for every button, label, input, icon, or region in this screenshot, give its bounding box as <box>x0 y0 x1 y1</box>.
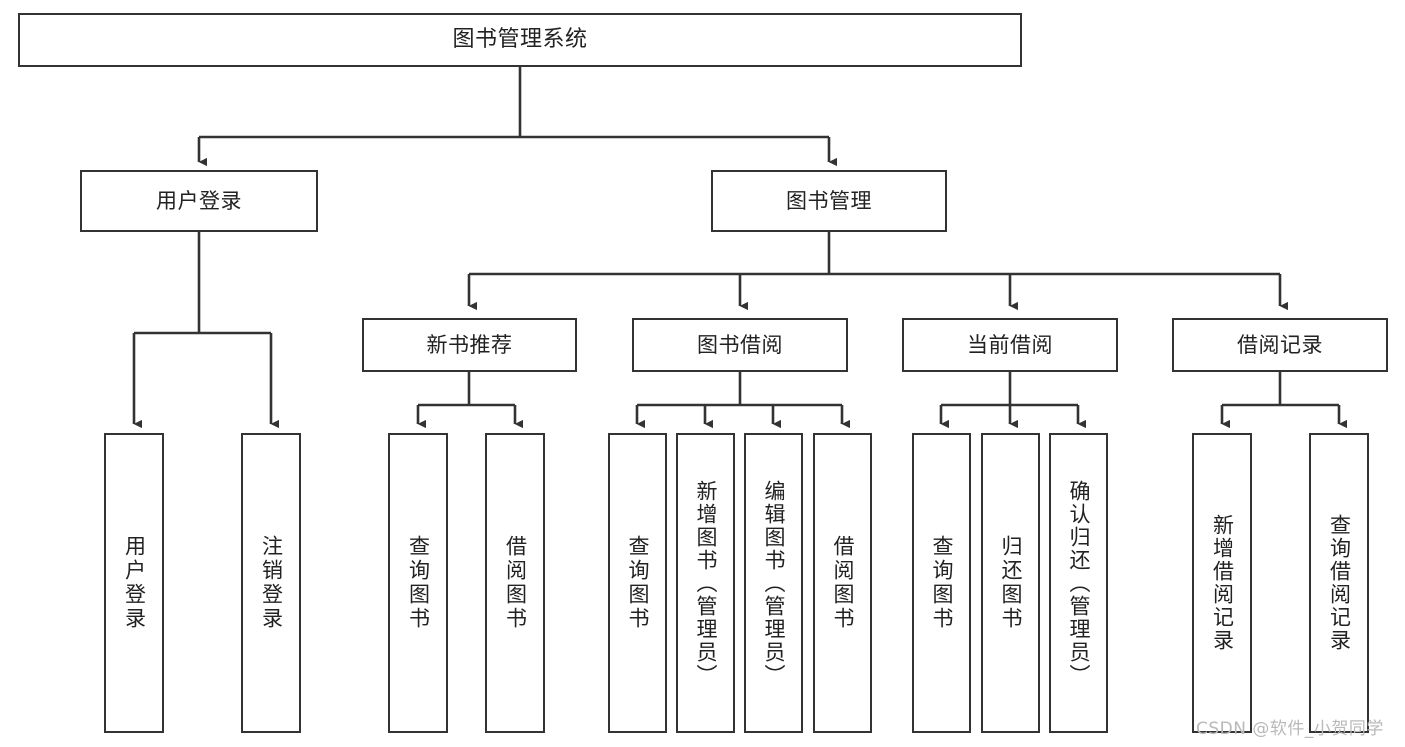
node-current-borrow-label: 当前借阅 <box>967 332 1053 357</box>
node-leaf-query-record-label: 查询借阅记录 <box>1327 514 1352 652</box>
node-leaf-query-book-2-label: 查询图书 <box>626 535 650 631</box>
node-leaf-borrow-book-1[interactable]: 借阅图书 <box>485 433 545 733</box>
node-leaf-query-book-2[interactable]: 查询图书 <box>608 433 667 733</box>
csdn-watermark: CSDN @软件_小贺同学 <box>1196 719 1384 739</box>
node-leaf-add-record-label: 新增借阅记录 <box>1210 514 1235 652</box>
node-book-borrow-label: 图书借阅 <box>697 332 783 357</box>
node-root-label: 图书管理系统 <box>452 27 588 53</box>
node-current-borrow[interactable]: 当前借阅 <box>902 318 1118 372</box>
node-root[interactable]: 图书管理系统 <box>18 13 1022 67</box>
node-leaf-query-book-3-label: 查询图书 <box>930 535 954 631</box>
node-book-manage-label: 图书管理 <box>786 188 872 213</box>
node-leaf-borrow-book-2[interactable]: 借阅图书 <box>813 433 872 733</box>
node-leaf-borrow-book-2-label: 借阅图书 <box>831 535 855 631</box>
node-leaf-add-record[interactable]: 新增借阅记录 <box>1192 433 1252 733</box>
node-leaf-query-book-3[interactable]: 查询图书 <box>912 433 971 733</box>
node-leaf-query-record[interactable]: 查询借阅记录 <box>1309 433 1369 733</box>
node-leaf-user-login-label: 用户登录 <box>122 535 147 631</box>
node-leaf-query-book-1[interactable]: 查询图书 <box>388 433 448 733</box>
node-leaf-add-book[interactable]: 新增图书（管理员） <box>676 433 735 733</box>
node-user-login-label: 用户登录 <box>156 188 242 213</box>
node-user-login[interactable]: 用户登录 <box>80 170 318 232</box>
node-leaf-user-login[interactable]: 用户登录 <box>104 433 164 733</box>
node-book-manage[interactable]: 图书管理 <box>711 170 947 232</box>
node-new-book-recommend[interactable]: 新书推荐 <box>362 318 577 372</box>
node-leaf-return-book[interactable]: 归还图书 <box>981 433 1040 733</box>
node-new-book-recommend-label: 新书推荐 <box>426 332 513 357</box>
node-leaf-borrow-book-1-label: 借阅图书 <box>503 535 528 631</box>
node-leaf-logout-label: 注销登录 <box>259 535 284 631</box>
node-leaf-edit-book-label: 编辑图书（管理员） <box>762 479 786 687</box>
node-borrow-record-label: 借阅记录 <box>1237 332 1323 357</box>
node-leaf-logout[interactable]: 注销登录 <box>241 433 301 733</box>
node-leaf-query-book-1-label: 查询图书 <box>406 535 431 631</box>
node-leaf-confirm-return-label: 确认归还（管理员） <box>1067 479 1091 687</box>
node-leaf-confirm-return[interactable]: 确认归还（管理员） <box>1049 433 1108 733</box>
node-leaf-return-book-label: 归还图书 <box>999 535 1023 631</box>
node-borrow-record[interactable]: 借阅记录 <box>1172 318 1388 372</box>
node-book-borrow[interactable]: 图书借阅 <box>632 318 848 372</box>
node-leaf-edit-book[interactable]: 编辑图书（管理员） <box>744 433 803 733</box>
node-leaf-add-book-label: 新增图书（管理员） <box>694 479 718 687</box>
